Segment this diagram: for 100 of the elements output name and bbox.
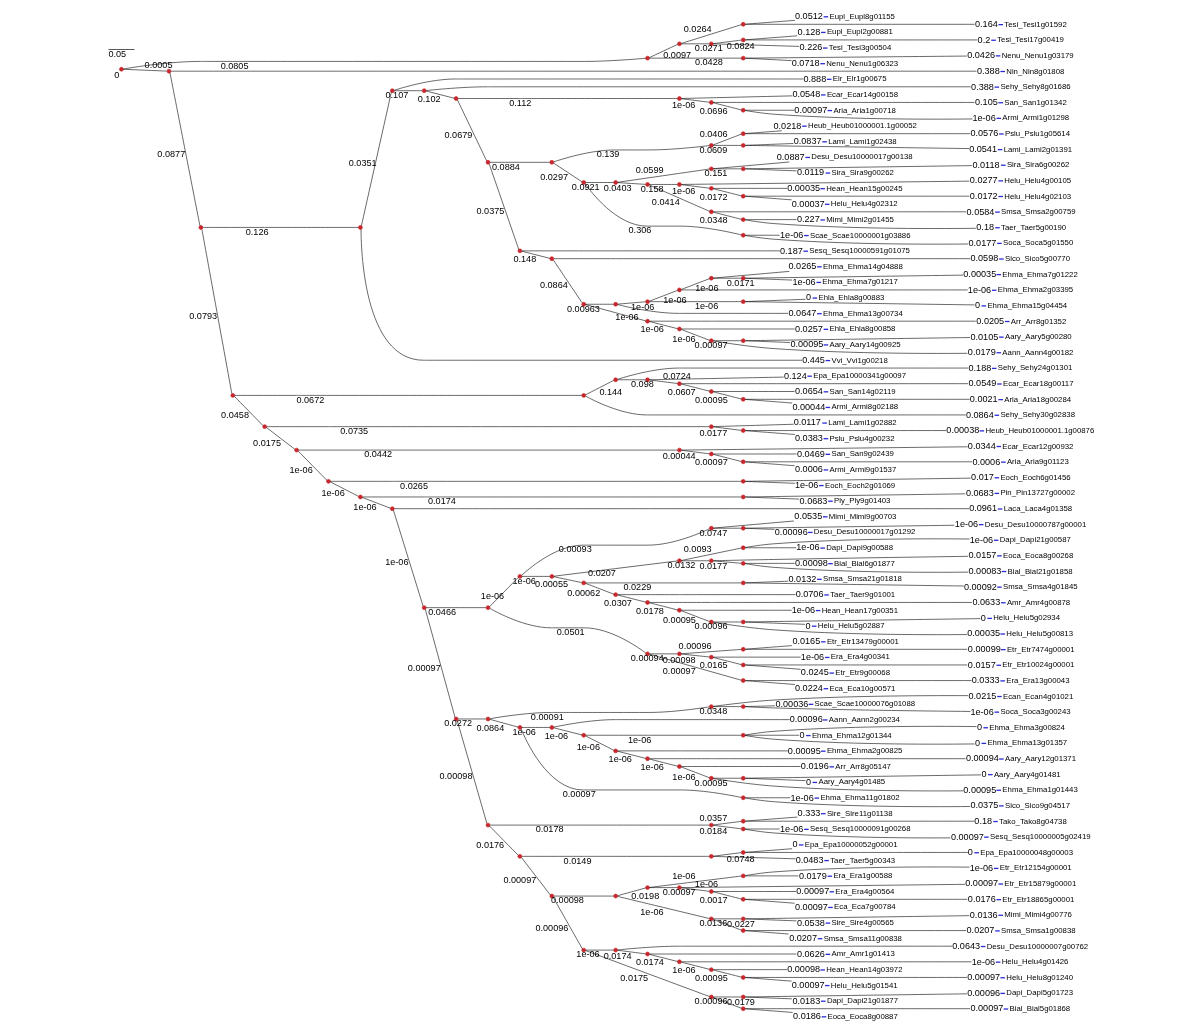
node-circle [740, 459, 746, 464]
edge-label: 0.0458 [221, 409, 249, 420]
edge-label: 0.0864 [539, 279, 568, 290]
node-box [983, 726, 989, 728]
node-box [812, 781, 818, 783]
edge-label: 0.00097 [970, 1002, 1004, 1013]
node-box [1001, 164, 1006, 166]
node-circle [677, 181, 682, 187]
edge-label: 0.18 [976, 221, 995, 232]
connector [713, 161, 790, 169]
node-circle [709, 888, 714, 894]
node-box [1000, 679, 1005, 682]
node-circle [709, 966, 714, 972]
node-box [988, 773, 993, 775]
edge-label: 0.18 [974, 815, 993, 826]
edge-label: 0.151 [704, 167, 728, 178]
node-circle [485, 604, 491, 610]
edge-label: 1e-06 [791, 604, 816, 615]
node-circle [709, 209, 714, 214]
connector [745, 664, 801, 670]
node-box [803, 250, 808, 252]
node-box [829, 765, 835, 767]
node-box [1001, 601, 1006, 603]
edge-label: 0.144 [599, 386, 623, 397]
edge-label: 0.0118 [972, 159, 1000, 170]
edge-label: 0.0177 [699, 560, 728, 571]
edge-label: 1e-06 [672, 964, 696, 975]
edge-label: 0.0157 [968, 549, 997, 560]
connector [745, 898, 795, 904]
edge-label: 0.0196 [800, 760, 829, 771]
connector [649, 320, 977, 321]
node-box [996, 351, 1002, 353]
edge-label: 0.0224 [794, 682, 823, 693]
node-box [996, 273, 1002, 275]
edge-label: 1e-06 [627, 734, 652, 745]
node-box [999, 336, 1004, 338]
node-circle [709, 142, 714, 148]
connector [585, 303, 646, 321]
edge-label: 0.124 [783, 370, 807, 381]
node-box [817, 578, 822, 580]
node-box [816, 281, 822, 283]
edge-label: 0.0375 [970, 799, 999, 810]
node-circle [740, 396, 746, 402]
node-circle [390, 87, 395, 93]
node-circle [677, 651, 682, 656]
edge-label: 1e-06 [640, 761, 664, 772]
node-box [821, 1000, 826, 1002]
connector [745, 993, 968, 997]
node-box [821, 31, 826, 33]
node-circle [740, 794, 746, 800]
connector [745, 429, 796, 435]
edge-label: 0.00037 [791, 198, 825, 209]
edge-label: 0.0277 [969, 174, 998, 185]
node-circle [740, 21, 746, 27]
node-circle [485, 822, 491, 827]
edge-label: 0.105 [975, 96, 998, 107]
node-circle [740, 818, 746, 823]
edge-label: 0.00097 [950, 831, 984, 842]
edge-label: 1e-06 [969, 534, 994, 545]
edge-label: 0 [805, 620, 811, 631]
edge-label: 0.00098 [794, 557, 828, 568]
node-circle [262, 423, 267, 429]
node-circle [677, 447, 682, 452]
edge-label: 1e-06 [794, 479, 819, 490]
node-box [817, 937, 823, 939]
node-circle [613, 591, 618, 597]
edge-label: 0.102 [417, 93, 441, 104]
edge-label: 0.00095 [694, 972, 728, 983]
node-box [998, 179, 1003, 182]
edge-label: 0.139 [596, 148, 620, 159]
edge-label: 0.0119 [796, 166, 825, 177]
connector [649, 953, 678, 962]
connector [681, 559, 710, 561]
connector [713, 891, 742, 899]
edge-label: 0.00055 [535, 578, 569, 589]
node-circle [740, 580, 746, 585]
node-box [996, 789, 1002, 791]
edge-label: 0 [806, 291, 812, 302]
connector [681, 446, 968, 450]
connector [745, 929, 789, 934]
node-circle [740, 619, 746, 624]
edge-label: 0.0877 [157, 148, 186, 159]
node-circle [613, 893, 618, 898]
node-box [1000, 70, 1005, 72]
node-circle [740, 703, 746, 709]
edge-label: 0.0333 [971, 674, 1000, 685]
node-circle [358, 224, 363, 230]
node-circle [166, 68, 172, 73]
edge-label: 1e-06 [640, 323, 664, 334]
node-circle [421, 87, 427, 93]
node-circle [740, 55, 746, 60]
connector [744, 538, 970, 548]
edge-label: 0.00094 [965, 752, 999, 763]
node-box [804, 828, 809, 830]
node-box [824, 984, 830, 986]
connector [745, 336, 971, 341]
node-circle [740, 232, 746, 238]
edge-label: 0.0179 [727, 996, 755, 1007]
node-circle [740, 677, 746, 683]
edge-label: 1e-06 [790, 791, 814, 802]
